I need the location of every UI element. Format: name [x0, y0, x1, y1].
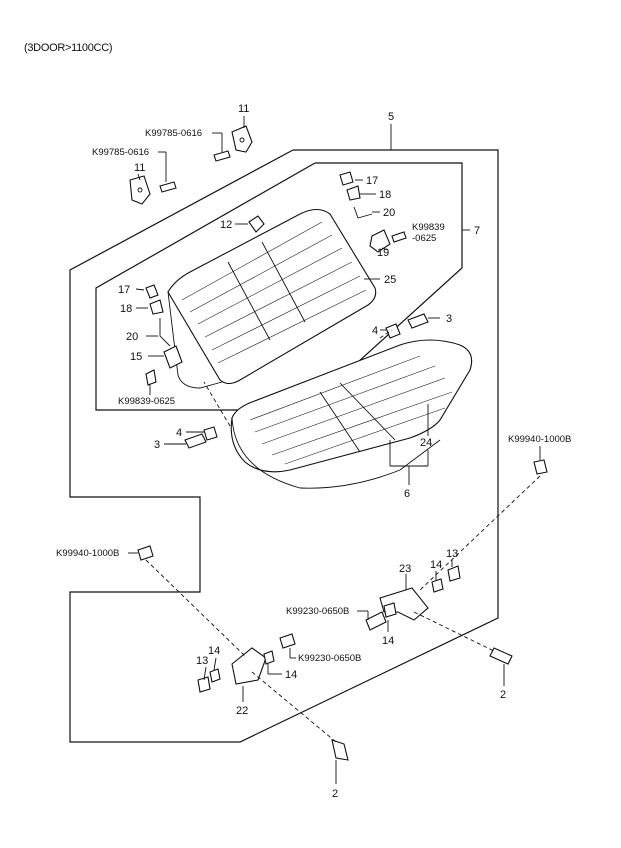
washer-14-right-lower: [383, 602, 397, 618]
label-24: 24: [420, 437, 432, 449]
washer-14-left: [209, 668, 221, 683]
label-k99839-upper-2: -0625: [412, 233, 436, 244]
bolt-k99839-upper: [391, 231, 407, 243]
dashed-assembly-paths: [145, 329, 541, 743]
bolt-k99230-right: [365, 611, 387, 631]
assembly-5-outline: [69, 149, 499, 743]
wire-20-lower: [159, 318, 171, 347]
wire-20-upper: [353, 206, 373, 219]
label-7: 7: [474, 225, 480, 237]
label-25: 25: [384, 274, 396, 286]
latch-19: [369, 229, 391, 253]
label-20-upper: 20: [383, 207, 395, 219]
label-k99839-upper-1: K99839: [412, 222, 445, 233]
label-22: 22: [236, 705, 248, 717]
callout-labels: 11 K99785-0616 K99785-0616 11 5 7 17 18 …: [56, 103, 571, 800]
label-19: 19: [377, 247, 389, 259]
label-k99785-upper: K99785-0616: [145, 128, 202, 139]
label-6: 6: [404, 488, 410, 500]
label-4-lower: 4: [176, 427, 182, 439]
nut-4-upper: [385, 323, 401, 339]
bolt-k99230-left: [279, 633, 296, 649]
label-20-lower: 20: [126, 331, 138, 343]
label-11-upper: 11: [238, 103, 249, 115]
clip-12: [248, 215, 265, 233]
bolt-k99785-lower: [159, 181, 177, 193]
label-2-left: 2: [332, 788, 338, 800]
label-12: 12: [220, 219, 232, 231]
nut-k99940-left: [137, 545, 154, 561]
label-5: 5: [388, 111, 394, 123]
label-k99940-right: K99940-1000B: [508, 434, 571, 445]
label-k99940-left: K99940-1000B: [56, 548, 119, 559]
label-13-left: 13: [196, 655, 208, 667]
label-17-lower: 17: [118, 284, 130, 296]
latch-15: [163, 345, 183, 369]
bracket-22: [231, 647, 267, 685]
washer-14-left-upper: [263, 650, 275, 665]
label-14-left-upper: 14: [208, 645, 220, 657]
seat-cushion: [230, 339, 473, 489]
nut-k99940-right: [533, 459, 548, 475]
label-4-upper: 4: [372, 325, 378, 337]
label-18-upper: 18: [379, 189, 391, 201]
bolt-k99839-lower: [145, 369, 157, 386]
bolt-3-lower: [184, 433, 207, 449]
label-3-upper: 3: [446, 313, 452, 325]
label-3-lower: 3: [154, 439, 160, 451]
bolt-2-right: [489, 647, 513, 665]
bolt-k99785-upper: [213, 150, 231, 162]
label-2-right: 2: [500, 689, 506, 701]
hinge-bracket-11-lower: [129, 175, 151, 205]
label-23: 23: [399, 563, 411, 575]
clip-18-upper: [346, 185, 361, 201]
label-11-lower: 11: [134, 162, 145, 174]
bolt-3-upper: [407, 313, 429, 329]
label-18-lower: 18: [120, 303, 132, 315]
label-14-right: 14: [430, 559, 442, 571]
washer-14-right: [431, 578, 444, 593]
cap-17-upper: [339, 171, 354, 186]
nut-4-lower: [203, 426, 218, 441]
label-17-upper: 17: [366, 175, 378, 187]
label-k99230-left: K99230-0650B: [298, 653, 361, 664]
label-k99230-right: K99230-0650B: [286, 606, 349, 617]
label-14-left: 14: [285, 669, 297, 681]
label-13-right: 13: [446, 548, 458, 560]
cap-17-lower: [145, 284, 159, 299]
label-k99839-lower: K99839-0625: [118, 396, 175, 407]
label-15: 15: [130, 351, 142, 363]
variant-header: (3DOOR>1100CC): [24, 42, 113, 54]
seatback-cushion: [167, 208, 377, 389]
nut-13-right: [447, 565, 461, 582]
clip-18-lower: [149, 299, 164, 315]
label-k99785-lower: K99785-0616: [92, 147, 149, 158]
bolt-2-left: [331, 739, 349, 761]
leader-lines: [128, 116, 541, 784]
hinge-bracket-11-upper: [231, 125, 253, 153]
label-14-right-lower: 14: [382, 635, 394, 647]
